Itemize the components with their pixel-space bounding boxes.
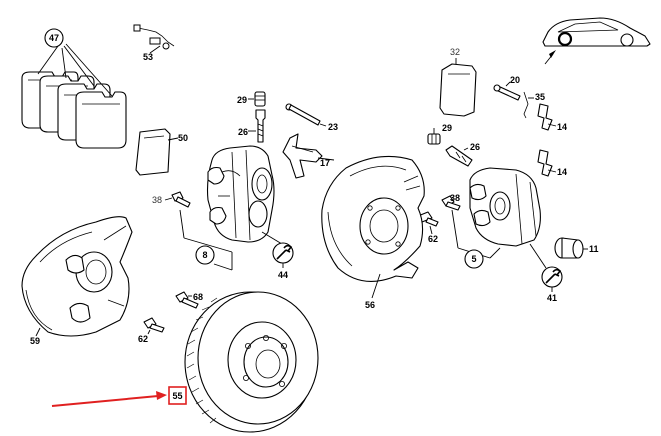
callout-8: 8: [195, 245, 215, 265]
callout-23: 23: [328, 122, 338, 132]
callout-59: 59: [30, 336, 40, 346]
callout-38-right: 38: [450, 193, 460, 203]
brake-caliper-right: [469, 167, 541, 247]
callout-50: 50: [178, 133, 188, 143]
brake-caliper-left: [206, 145, 275, 243]
pin-and-spring: [493, 81, 534, 119]
callout-14-lower: 14: [557, 167, 567, 177]
wear-sensor: [133, 24, 175, 54]
callout-20: 20: [510, 75, 520, 85]
callout-41: 41: [547, 293, 557, 303]
callout-17: 17: [320, 158, 330, 168]
callout-47: 47: [44, 28, 64, 48]
bleeder-valve-left: [248, 91, 266, 143]
svg-text:8: 8: [202, 250, 207, 260]
svg-text:5: 5: [471, 254, 476, 264]
callout-29-right: 29: [442, 123, 452, 133]
callout-44: 44: [278, 270, 288, 280]
caliper-bolt-right: [441, 195, 461, 211]
retaining-pin: [285, 103, 327, 127]
caliper-bolt-left: [164, 191, 191, 208]
brake-clip-upper: [537, 103, 557, 131]
bolt-68: [175, 291, 199, 309]
callout-55-highlighted[interactable]: 55: [168, 386, 187, 405]
brake-pads-set: [21, 43, 127, 149]
brake-disc: [184, 291, 319, 433]
svg-text:47: 47: [49, 33, 59, 43]
brake-plate: [135, 128, 179, 176]
steering-knuckle: [21, 216, 133, 337]
spreader-spring: [282, 133, 335, 179]
callout-62-left: 62: [138, 334, 148, 344]
callout-29-left: 29: [237, 95, 247, 105]
dust-shield: [321, 155, 425, 299]
highlight-arrow: [51, 391, 167, 407]
callout-68: 68: [193, 292, 203, 302]
caliper-piston: [554, 237, 588, 259]
leader-8: [179, 209, 233, 271]
callout-62-right: 62: [428, 234, 438, 244]
repair-kit-44: [261, 231, 294, 268]
callout-26-left: 26: [238, 127, 248, 137]
callout-38-left: 38: [152, 195, 162, 205]
callout-53: 53: [143, 52, 153, 62]
callout-14-upper: 14: [557, 122, 567, 132]
car-locator-icon: [542, 17, 651, 65]
brake-clip-lower: [537, 149, 557, 177]
bolt-62-left: [143, 317, 165, 335]
callout-5: 5: [464, 249, 484, 269]
callout-35: 35: [535, 92, 545, 102]
callout-26-right: 26: [470, 142, 480, 152]
callout-32: 32: [450, 47, 460, 57]
brake-plate-right: [439, 58, 477, 117]
callout-56: 56: [365, 300, 375, 310]
bleeder-valve-right: [427, 128, 473, 167]
repair-kit-41: [529, 243, 563, 292]
callout-11: 11: [589, 244, 599, 254]
svg-text:55: 55: [172, 391, 182, 401]
